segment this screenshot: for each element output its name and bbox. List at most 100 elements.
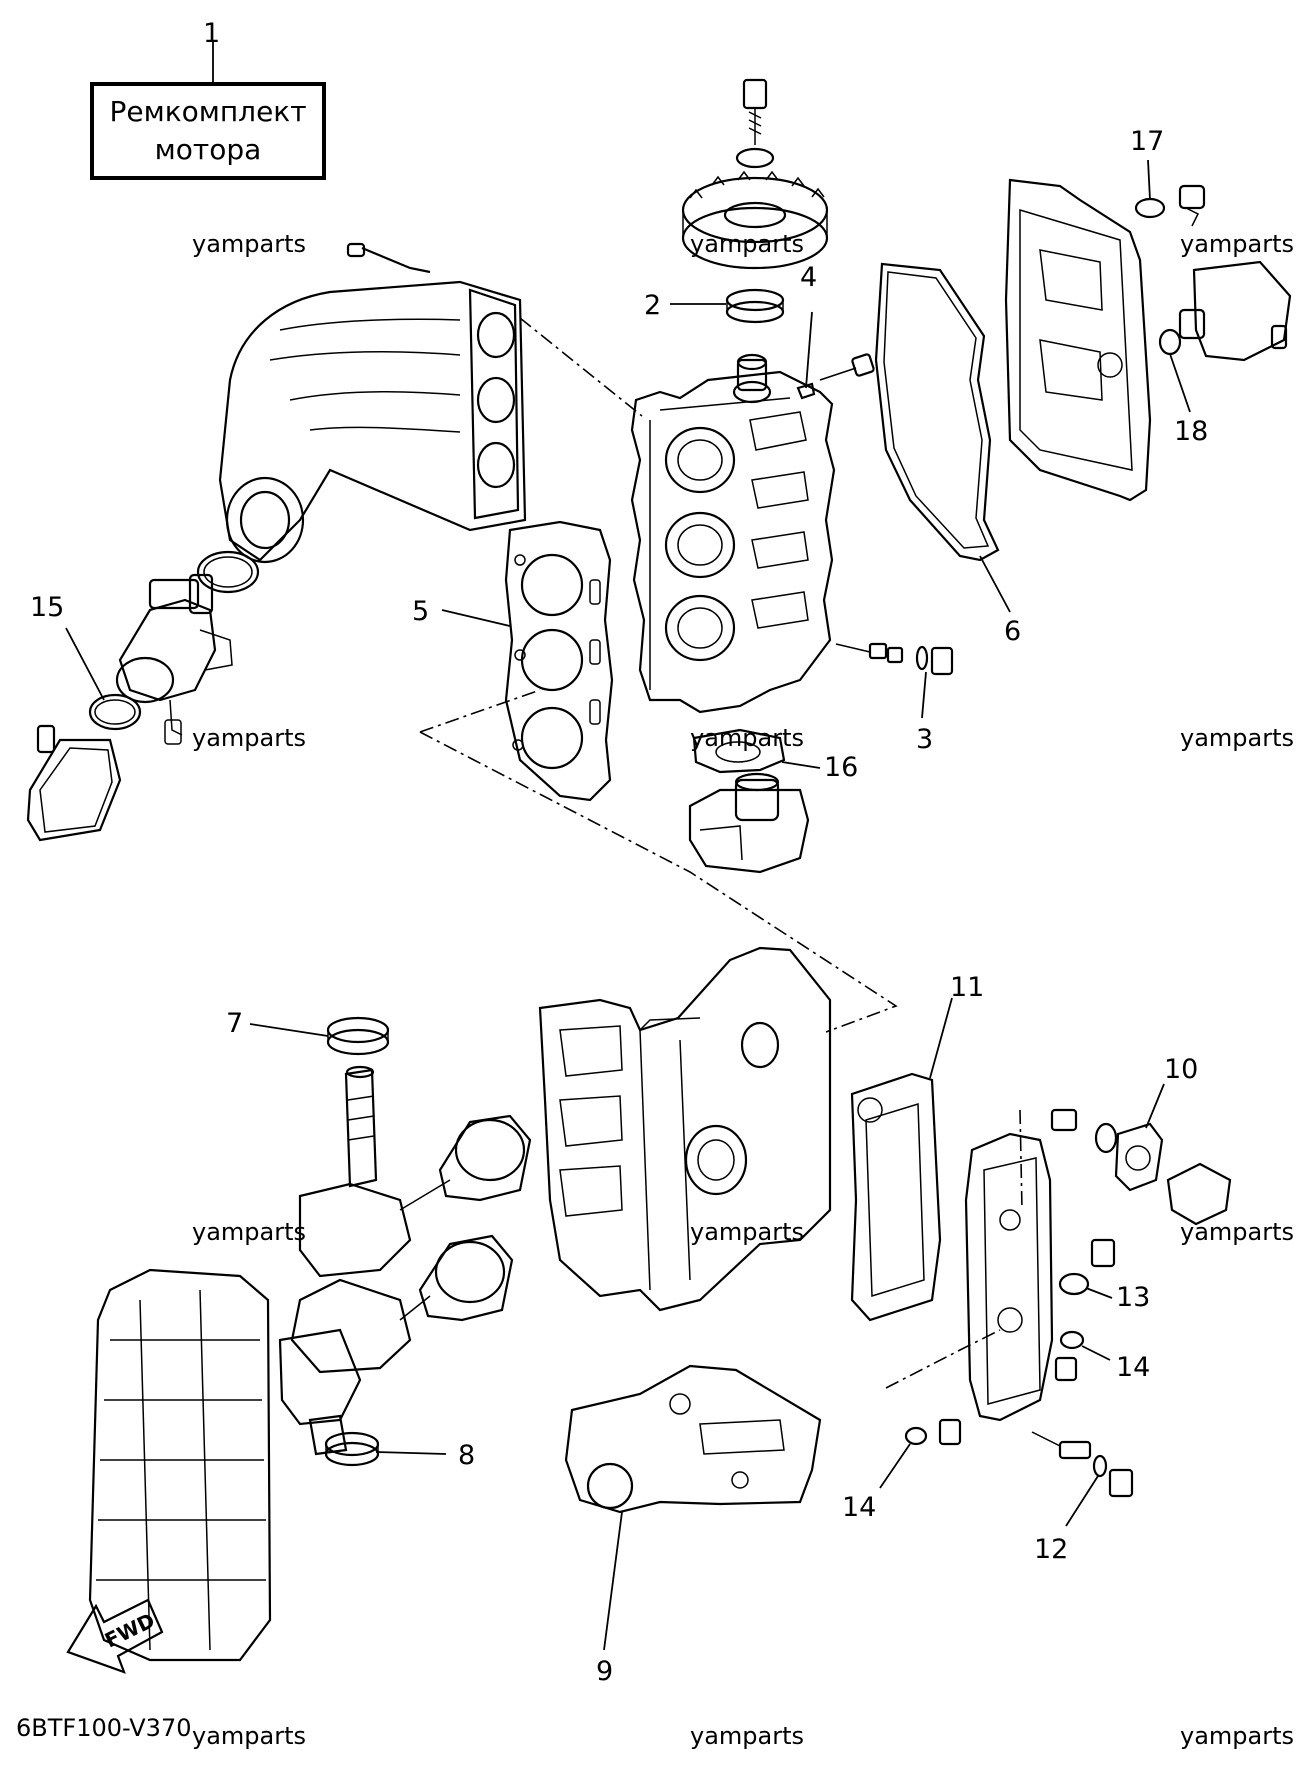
callout-15: 15 <box>30 592 64 623</box>
plug-14-left <box>938 1418 962 1446</box>
callout-17: 17 <box>1130 126 1164 157</box>
gasket-14-right <box>1059 1330 1085 1350</box>
leader-10 <box>1145 1083 1165 1129</box>
callout-4: 4 <box>800 262 817 293</box>
leader-13 <box>1085 1287 1113 1299</box>
gasket-10 <box>1114 1122 1164 1192</box>
silencer-cover <box>26 724 122 842</box>
intake-o-ring <box>196 550 260 594</box>
leader-6 <box>979 555 1011 613</box>
cylinder-head-cover <box>1004 178 1152 502</box>
o-ring-15-inner <box>94 699 136 725</box>
leader-18 <box>1169 353 1191 413</box>
leader-11 <box>929 997 953 1079</box>
cover-gasket-6 <box>874 262 1000 562</box>
crankcase-lower-half <box>88 1268 272 1662</box>
assembly-line-plug <box>885 1329 1001 1389</box>
crankcase-block <box>538 946 832 1312</box>
callout-14-right: 14 <box>1116 1352 1150 1383</box>
oil-pan-gasket-9 <box>564 1364 822 1514</box>
o-ring-15 <box>88 693 142 731</box>
watermark: yamparts <box>192 724 306 752</box>
plug-assembly-3 <box>835 642 954 676</box>
kit-label-line2: мотора <box>154 133 262 166</box>
leader-15 <box>65 627 105 701</box>
exhaust-cover <box>964 1132 1054 1422</box>
head-bolt <box>819 353 875 381</box>
o-ring-17 <box>1134 197 1166 219</box>
plug-13 <box>1090 1238 1116 1268</box>
intake-manifold <box>218 242 527 564</box>
watermark: yamparts <box>1180 724 1294 752</box>
callout-1: 1 <box>203 18 220 49</box>
fuel-pump <box>1178 184 1292 362</box>
gasket-13 <box>1058 1272 1090 1296</box>
watermark: yamparts <box>1180 230 1294 258</box>
leader-14-left <box>879 1443 911 1489</box>
watermark: yamparts <box>1180 1722 1294 1750</box>
callout-13: 13 <box>1116 1282 1150 1313</box>
thermostat-housing <box>688 772 810 874</box>
assembly-line-manifold <box>519 317 643 417</box>
callout-10: 10 <box>1164 1054 1198 1085</box>
gasket-9-hole <box>586 1462 634 1510</box>
callout-3: 3 <box>916 724 933 755</box>
assembly-line-gasket <box>419 689 541 733</box>
gasket-16 <box>692 728 786 774</box>
anode-plug <box>1050 1108 1118 1154</box>
assembly-line-head-block <box>419 731 898 1033</box>
watermark: yamparts <box>690 1722 804 1750</box>
exhaust-gasket-11 <box>850 1072 942 1322</box>
clip-4 <box>796 382 816 400</box>
o-ring-18 <box>1158 328 1182 356</box>
leader-5 <box>441 609 511 627</box>
plug-14-right <box>1054 1356 1078 1382</box>
thermostat-cap <box>1166 1162 1232 1226</box>
watermark: yamparts <box>690 1218 804 1246</box>
timing-pulley <box>681 78 829 270</box>
plug-assembly-12 <box>1031 1431 1134 1498</box>
callout-7: 7 <box>226 1008 243 1039</box>
head-gasket-5 <box>504 520 614 802</box>
callout-12: 12 <box>1034 1534 1068 1565</box>
leader-17 <box>1147 159 1151 201</box>
fwd-arrow-icon: FWD <box>66 1598 164 1674</box>
gasket-14-left <box>904 1426 928 1446</box>
leader-4 <box>805 311 813 389</box>
kit-label-line1: Ремкомплект <box>109 95 307 128</box>
leader-8 <box>375 1451 447 1455</box>
engine-kit-label: Ремкомплект мотора <box>90 82 326 180</box>
callout-8: 8 <box>458 1440 475 1471</box>
leader-16 <box>781 761 821 769</box>
leader-7 <box>249 1023 329 1037</box>
watermark: yamparts <box>192 1218 306 1246</box>
diagram-code: 6BTF100-V370 <box>16 1714 192 1742</box>
callout-2: 2 <box>644 290 661 321</box>
leader-3 <box>921 671 927 719</box>
watermark: yamparts <box>690 230 804 258</box>
leader-9 <box>603 1511 623 1651</box>
crankshaft-assembly <box>278 1065 532 1456</box>
oil-seal-2 <box>725 288 785 312</box>
callout-11: 11 <box>950 972 984 1003</box>
cylinder-head <box>630 353 836 714</box>
watermark: yamparts <box>690 724 804 752</box>
callout-9: 9 <box>596 1656 613 1687</box>
callout-5: 5 <box>412 596 429 627</box>
callout-14-left: 14 <box>842 1492 876 1523</box>
throttle-body <box>115 573 233 745</box>
leader-12 <box>1065 1475 1099 1527</box>
intake-o-ring-inner <box>203 556 253 588</box>
gasket-16-hole <box>715 741 761 763</box>
assembly-line-cover <box>1019 1109 1023 1211</box>
watermark: yamparts <box>192 1722 306 1750</box>
leader-14-right <box>1081 1345 1111 1361</box>
callout-16: 16 <box>824 752 858 783</box>
callout-6: 6 <box>1004 616 1021 647</box>
watermark: yamparts <box>1180 1218 1294 1246</box>
oil-seal-2-lower <box>725 300 785 324</box>
watermark: yamparts <box>192 230 306 258</box>
callout-18: 18 <box>1174 416 1208 447</box>
